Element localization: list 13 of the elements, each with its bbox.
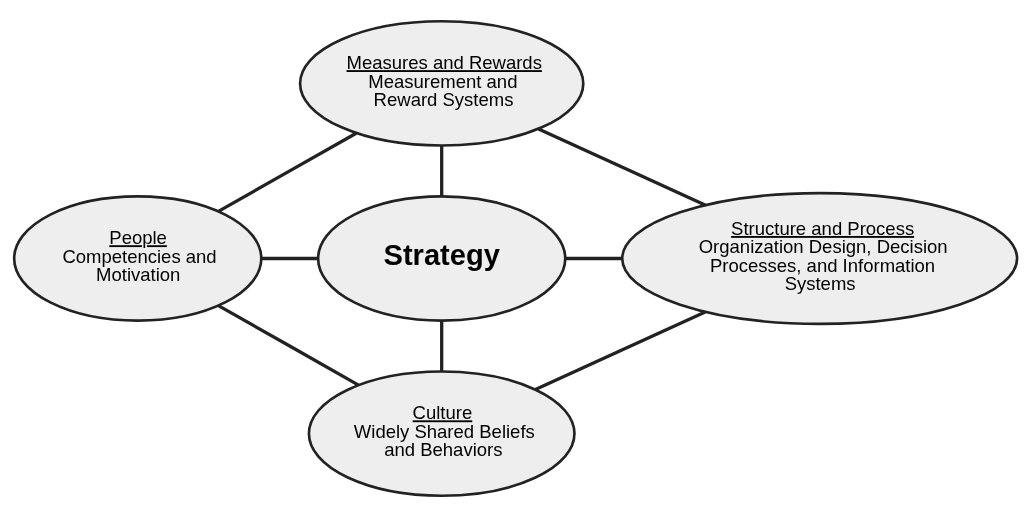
connector (537, 127, 707, 207)
connector (440, 145, 444, 197)
node-ellipse: Strategy (316, 195, 567, 322)
connector (534, 310, 706, 391)
connector (565, 256, 623, 261)
connector (440, 320, 444, 372)
connector (217, 131, 358, 213)
connector (217, 304, 360, 387)
connector (261, 256, 318, 261)
node-ellipse: People Competencies and Motivation (12, 195, 263, 322)
node-ellipse: Culture Widely Shared Beliefs and Behaviors (307, 370, 576, 498)
node-ellipse: Structure and Process Organization Design, Decision Processes, and Information Systems (620, 191, 1019, 326)
node-ellipse: Measures and Rewards Measurement and Reward Systems (298, 19, 585, 147)
